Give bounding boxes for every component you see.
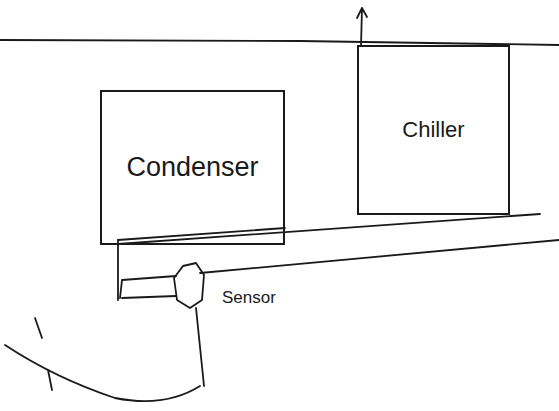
condenser-box: Condenser (100, 90, 285, 245)
sensor-stem (196, 308, 204, 386)
tick-marks (35, 318, 52, 390)
drain-pipe (117, 240, 119, 300)
pipe-stub (120, 276, 176, 298)
wire (5, 345, 200, 401)
chiller-box: Chiller (357, 45, 510, 215)
vent-pole (357, 8, 367, 46)
box-label: Condenser (126, 152, 258, 183)
sensor-symbol (174, 263, 204, 308)
sensor-label: Sensor (222, 288, 276, 308)
floor-slab (118, 214, 540, 244)
box-label: Chiller (402, 117, 464, 143)
